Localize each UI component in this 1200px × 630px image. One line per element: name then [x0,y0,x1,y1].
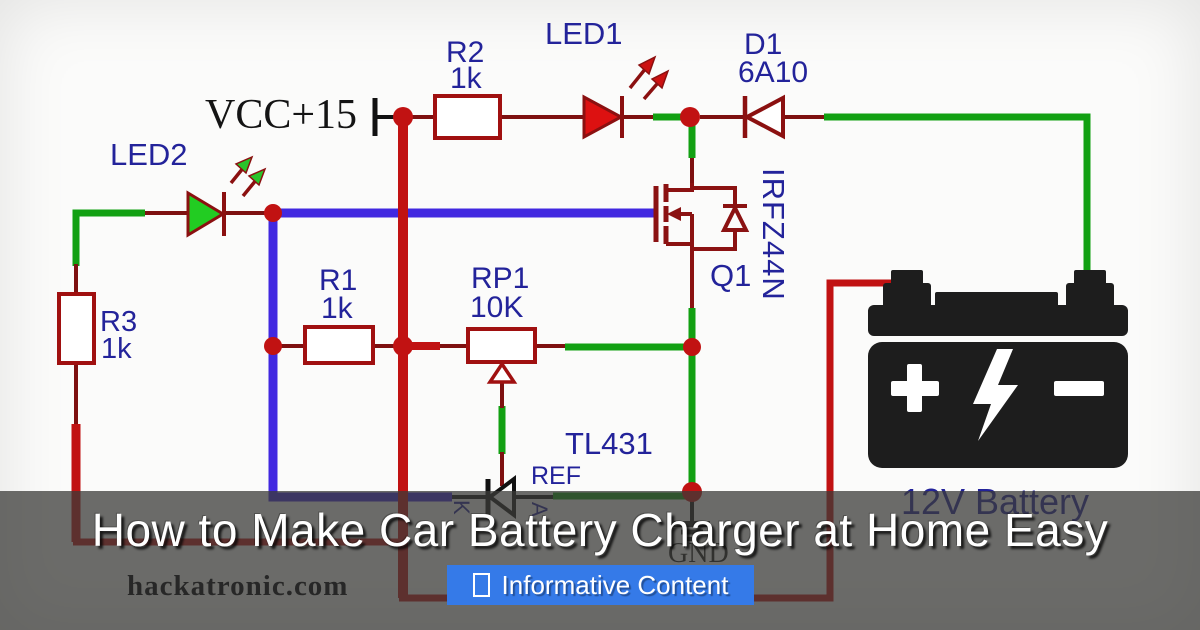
r1-value: 1k [321,292,353,325]
badge-label: Informative Content [501,569,729,600]
d1-label: D1 [744,28,783,61]
power-rail-label: VCC+15 [205,92,358,138]
led2-symbol [186,155,267,238]
tl431-ref-pin-label: REF [531,462,581,490]
d1-value: 6A10 [738,56,809,89]
led2-label: LED2 [110,137,188,172]
r2-label: R2 [446,36,485,69]
resistor-r2-symbol [433,94,502,140]
r2-value: 1k [450,62,482,95]
title-overlay-band [0,491,1200,630]
r3-value: 1k [101,333,132,365]
led1-symbol [582,55,670,140]
battery-minus-icon [1054,381,1104,396]
dark-red-wires [74,115,824,486]
mosfet-q1-symbol [653,183,750,308]
r3-label: R3 [100,306,138,338]
resistor-r1-symbol [303,325,375,365]
q1-part-label: IRFZ44N [756,168,791,301]
q1-label: Q1 [710,258,752,293]
rp1-value: 10K [470,291,524,324]
checkbox-icon [472,573,490,597]
led1-label: LED1 [545,16,623,51]
rp1-label: RP1 [471,262,530,295]
informative-content-badge: Informative Content [447,565,754,605]
tl431-label: TL431 [565,426,653,461]
battery-icon [868,270,1128,468]
watermark: hackatronic.com [127,570,349,602]
potentiometer-rp1-symbol [466,327,537,384]
lightning-icon [973,349,1018,441]
resistor-r3-symbol [57,292,96,365]
diode-d1-symbol [742,94,785,140]
r1-label: R1 [319,264,358,297]
video-title: How to Make Car Battery Charger at Home … [91,504,1109,556]
